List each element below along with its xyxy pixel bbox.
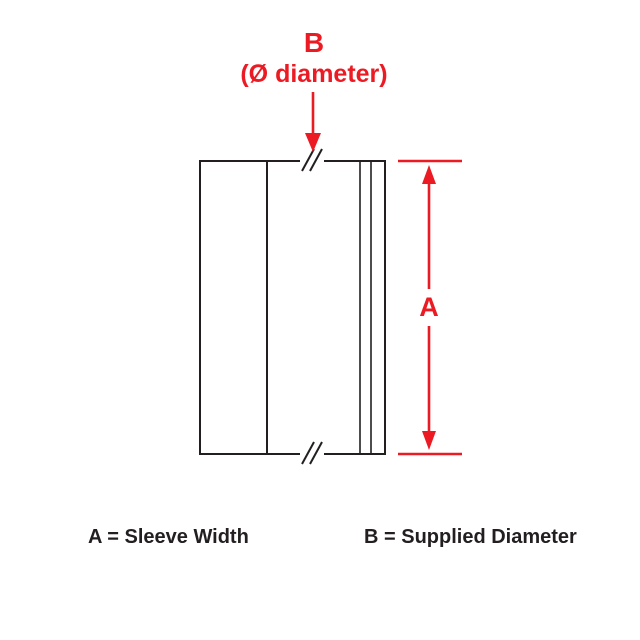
label-b-diameter: (Ø diameter)	[240, 60, 387, 88]
legend-sleeve-width: A = Sleeve Width	[88, 526, 249, 548]
sleeve-body	[199, 160, 386, 455]
break-slash-bottom-2	[309, 441, 323, 465]
break-slash-bottom-1	[301, 441, 315, 465]
arrow-b-head	[305, 133, 321, 152]
break-mark-top	[300, 148, 324, 172]
dimension-a: A	[398, 159, 462, 456]
break-slash-top-2	[309, 148, 323, 172]
label-a: A	[419, 292, 439, 322]
break-slash-top-1	[301, 148, 315, 172]
dimension-arrowhead-down	[422, 431, 436, 450]
label-b: B	[304, 27, 324, 58]
arrow-b	[305, 92, 321, 152]
legend-supplied-diameter: B = Supplied Diameter	[364, 526, 577, 548]
sleeve-outline	[199, 160, 386, 455]
break-mark-bottom	[300, 441, 324, 465]
dimension-arrowhead-up	[422, 165, 436, 184]
